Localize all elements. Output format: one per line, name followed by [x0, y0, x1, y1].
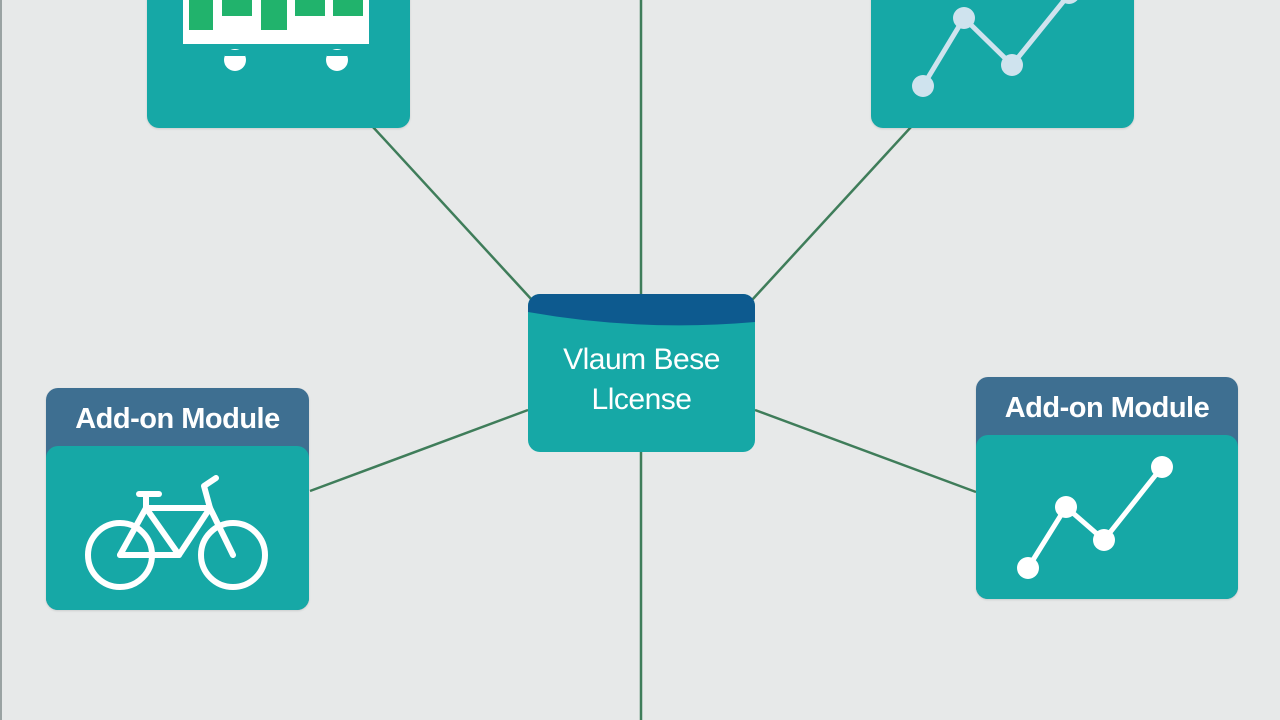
- line-chart-icon: [1017, 456, 1173, 579]
- bicycle-icon: [85, 475, 268, 590]
- line-chart-icon: [912, 0, 1078, 97]
- base-license-cap: [528, 294, 755, 326]
- base-license-line1: Vlaum Bese: [563, 343, 720, 376]
- connector-right: [754, 408, 977, 494]
- connector-top-left: [372, 126, 533, 301]
- module-card-left[interactable]: Add-on Module: [46, 388, 309, 610]
- module-card-top-left[interactable]: [147, 0, 410, 128]
- base-license-node[interactable]: Vlaum Bese Llcense: [528, 294, 755, 452]
- module-body-left: [46, 446, 309, 610]
- module-header-right: Add-on Module: [1004, 392, 1210, 424]
- module-header-left: Add-on Module: [75, 403, 280, 435]
- base-license-line2: Llcense: [591, 383, 692, 416]
- bus-icon: [183, 0, 369, 71]
- module-card-top-right[interactable]: [871, 0, 1134, 128]
- base-license-label: Vlaum Bese Llcense: [528, 340, 755, 420]
- connector-top-right: [751, 126, 912, 301]
- connector-left: [309, 408, 529, 493]
- module-card-right[interactable]: Add-on Module: [976, 377, 1238, 599]
- left-edge-rule: [0, 0, 2, 720]
